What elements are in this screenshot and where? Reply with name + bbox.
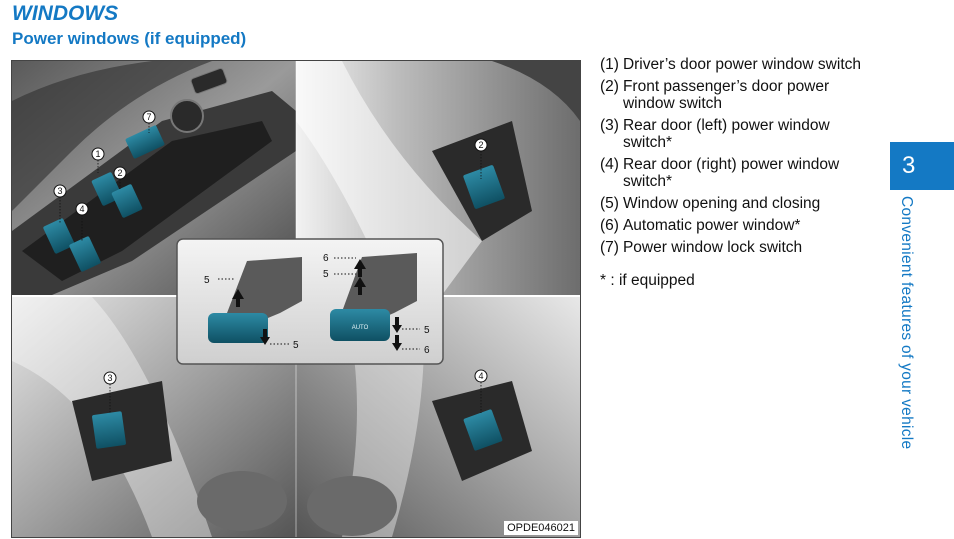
inset-label-5b: 5 — [293, 340, 299, 351]
inset-label-5c: 5 — [323, 269, 329, 280]
callout-4-rear: 4 — [478, 371, 483, 381]
legend-item: (1) Driver’s door power window switch — [600, 56, 861, 73]
footnote: * : if equipped — [600, 272, 695, 289]
inset-label-5d: 5 — [424, 325, 430, 336]
legend-item: (3) Rear door (left) power window switch… — [600, 117, 830, 151]
section-title: WINDOWS — [12, 2, 119, 25]
legend-item: (4) Rear door (right) power window switc… — [600, 156, 840, 190]
inset-auto-label: AUTO — [352, 325, 369, 331]
legend-list: (1) Driver’s door power window switch (2… — [600, 56, 870, 289]
inset-label-6b: 6 — [424, 345, 430, 356]
legend-item: (6) Automatic power window* — [600, 217, 801, 234]
legend-item: (5) Window opening and closing — [600, 195, 821, 212]
callout-2-right: 2 — [478, 140, 483, 150]
subsection-title: Power windows (if equipped) — [12, 29, 247, 48]
callout-7: 7 — [146, 112, 151, 122]
power-window-figure: 1 2 3 4 7 2 3 4 5 5 6 5 5 6 AUTO OPDE046… — [11, 60, 581, 538]
callout-2: 2 — [117, 168, 122, 178]
callout-3: 3 — [57, 186, 62, 196]
chapter-number: 3 — [890, 142, 954, 190]
inset-label-6a: 6 — [323, 253, 329, 264]
callout-1: 1 — [95, 149, 100, 159]
callout-3-rear: 3 — [107, 373, 112, 383]
chapter-title: Convenient features of your vehicle — [898, 196, 915, 450]
figure-illustration: 1 2 3 4 7 2 3 4 5 5 6 5 5 6 AUTO — [12, 61, 580, 537]
figure-code: OPDE046021 — [504, 521, 578, 535]
callout-4: 4 — [79, 204, 84, 214]
inset-label-5a: 5 — [204, 275, 210, 286]
legend-item: (7) Power window lock switch — [600, 239, 803, 256]
legend-item: (2) Front passenger’s door power window … — [600, 78, 830, 112]
